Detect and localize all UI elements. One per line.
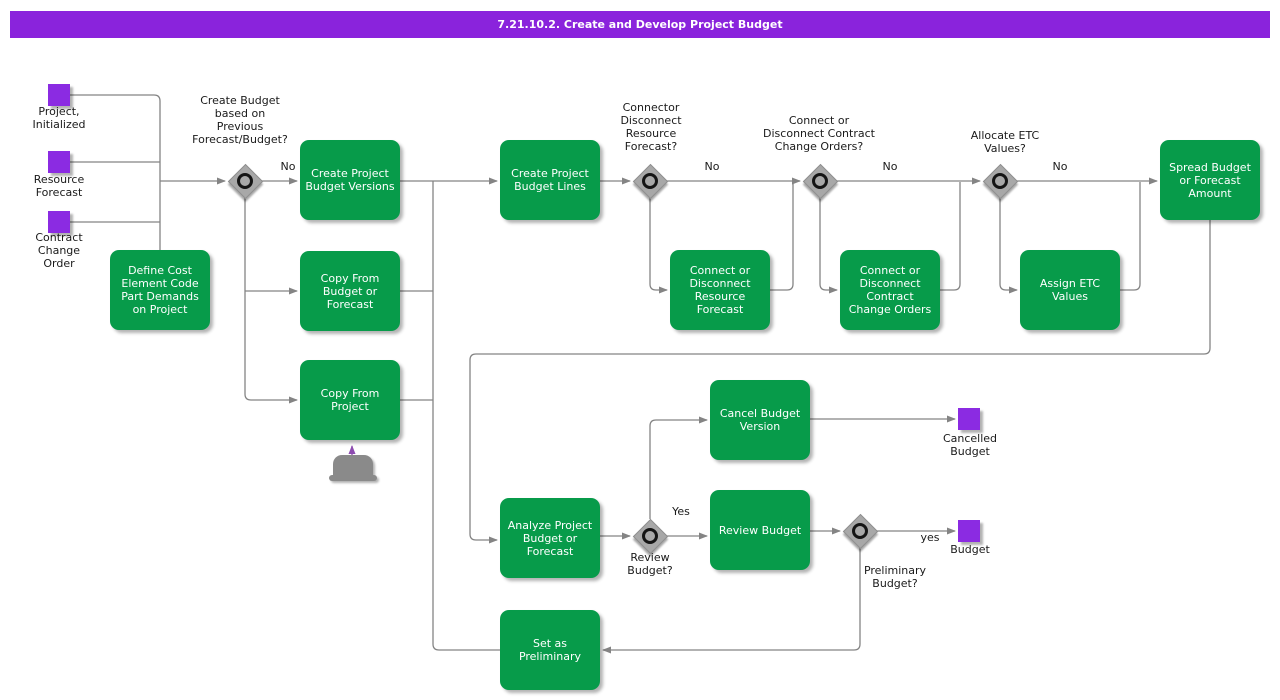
label-branch-no-4: No [1052, 160, 1068, 173]
task-copy-from-project[interactable]: Copy From Project [300, 360, 400, 440]
task-define-cost-element-code-part-demands[interactable]: Define Cost Element Code Part Demands on… [110, 250, 210, 330]
label-branch-no-1: No [280, 160, 296, 173]
user-icon-dome [333, 455, 373, 477]
label-cancelled-budget: Cancelled Budget [942, 432, 998, 458]
gateway-circle-icon [642, 528, 658, 544]
end-event-budget[interactable] [958, 520, 980, 542]
label-question-review-budget: Review Budget? [627, 551, 673, 577]
task-copy-from-budget-or-forecast[interactable]: Copy From Budget or Forecast [300, 251, 400, 331]
task-connect-disconnect-resource-forecast[interactable]: Connect or Disconnect Resource Forecast [670, 250, 770, 330]
gateway-connector-disconnect-resource-forecast [632, 163, 669, 200]
task-spread-budget-or-forecast-amount[interactable]: Spread Budget or Forecast Amount [1160, 140, 1260, 220]
task-create-project-budget-lines[interactable]: Create Project Budget Lines [500, 140, 600, 220]
gateway-circle-icon [812, 173, 828, 189]
start-event-project-initialized[interactable] [48, 84, 70, 106]
label-branch-yes-review: Yes [672, 505, 690, 518]
label-project-initialized: Project, Initialized [32, 105, 86, 131]
label-question-allocate-etc: Allocate ETC Values? [970, 129, 1040, 155]
gateway-preliminary-budget [842, 513, 879, 550]
diagram-title: 7.21.10.2. Create and Develop Project Bu… [10, 11, 1270, 38]
gateway-circle-icon [642, 173, 658, 189]
label-branch-no-2: No [704, 160, 720, 173]
end-event-cancelled-budget[interactable] [958, 408, 980, 430]
task-analyze-project-budget-or-forecast[interactable]: Analyze Project Budget or Forecast [500, 498, 600, 578]
label-budget: Budget [950, 543, 990, 556]
start-event-resource-forecast[interactable] [48, 151, 70, 173]
label-resource-forecast: Resource Forecast [33, 173, 85, 199]
start-event-contract-change-order[interactable] [48, 211, 70, 233]
label-branch-no-3: No [882, 160, 898, 173]
label-question-connector-disconnect: Connector Disconnect Resource Forecast? [620, 101, 682, 153]
user-icon-base [329, 475, 377, 481]
task-create-project-budget-versions[interactable]: Create Project Budget Versions [300, 140, 400, 220]
gateway-circle-icon [992, 173, 1008, 189]
task-cancel-budget-version[interactable]: Cancel Budget Version [710, 380, 810, 460]
task-connect-disconnect-contract-change-orders[interactable]: Connect or Disconnect Contract Change Or… [840, 250, 940, 330]
gateway-circle-icon [237, 173, 253, 189]
gateway-allocate-etc-values [982, 163, 1019, 200]
label-question-create-budget: Create Budget based on Previous Forecast… [192, 94, 288, 146]
gateway-connect-disconnect-contract-change-orders [802, 163, 839, 200]
task-review-budget[interactable]: Review Budget [710, 490, 810, 570]
task-set-as-preliminary[interactable]: Set as Preliminary [500, 610, 600, 690]
label-contract-change-order: Contract Change Order [35, 231, 83, 270]
gateway-circle-icon [852, 523, 868, 539]
label-branch-yes-preliminary: yes [920, 531, 940, 544]
label-question-connect-disconnect-cco: Connect or Disconnect Contract Change Or… [763, 114, 875, 153]
label-question-preliminary-budget: Preliminary Budget? [863, 564, 927, 590]
task-assign-etc-values[interactable]: Assign ETC Values [1020, 250, 1120, 330]
gateway-create-budget-based-on-previous [227, 163, 264, 200]
gateway-review-budget [632, 518, 669, 555]
